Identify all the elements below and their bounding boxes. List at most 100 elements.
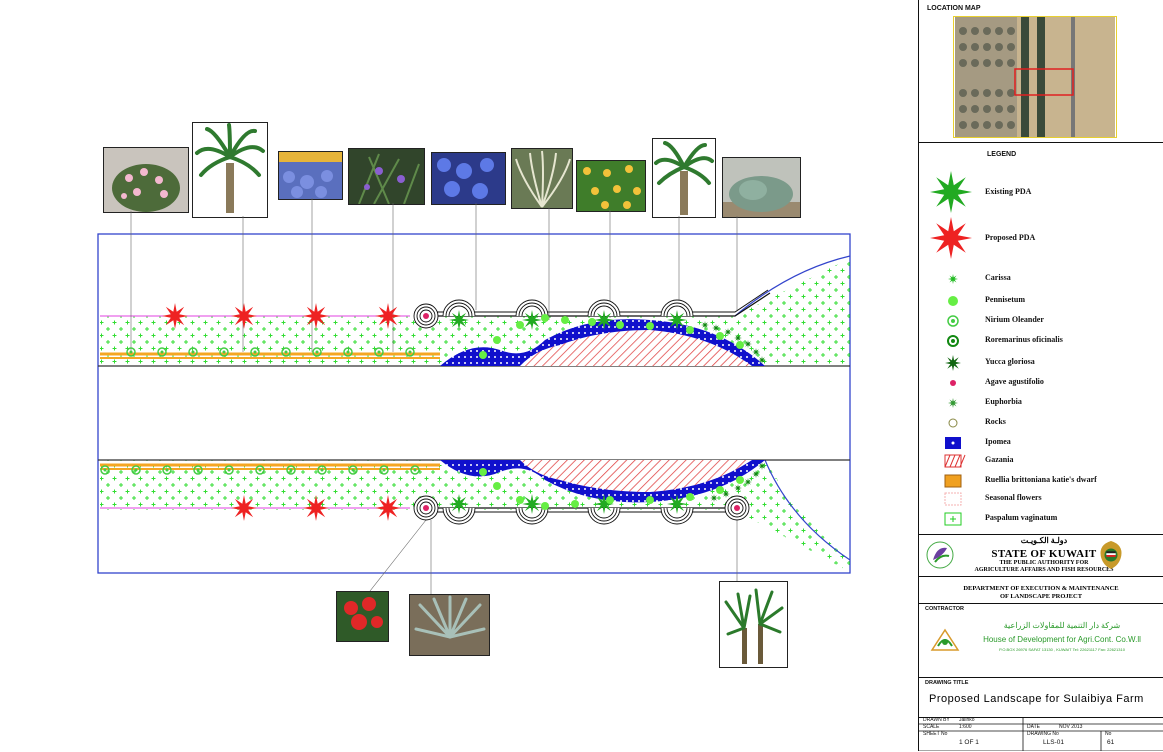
- no-label: No: [1105, 731, 1112, 737]
- legend-item: Agave agustifolio: [919, 372, 1163, 394]
- drawn-by-label: DRAWN BY: [923, 717, 950, 723]
- pennisetum-icon: [948, 296, 958, 306]
- oleander-mark: [250, 347, 260, 357]
- oleander-mark: [131, 465, 141, 475]
- legend-item-label: Agave agustifolio: [985, 377, 1044, 386]
- proposed-pda-mark: [303, 303, 329, 329]
- legend-item: Euphorbia: [919, 392, 1163, 414]
- legend-title: LEGEND: [987, 151, 1017, 158]
- photo-gazania: [576, 160, 646, 212]
- pennisetum-mark: [541, 502, 549, 510]
- oleander-mark: [348, 465, 358, 475]
- pennisetum-mark: [516, 321, 524, 329]
- department-section: DEPARTMENT OF EXECUTION & MAINTENANCE OF…: [919, 576, 1163, 604]
- carissa-icon: [948, 274, 958, 284]
- location-map-section: LOCATION MAP: [919, 0, 1163, 143]
- contractor-logo: [930, 628, 960, 651]
- proposed-pda-mark: [231, 303, 257, 329]
- round-planter: [724, 495, 750, 521]
- legend-item: Ruellia brittoniana katie's dwarf: [919, 470, 1163, 492]
- oleander-mark: [312, 347, 322, 357]
- pennisetum-mark: [646, 322, 654, 330]
- legend-item-label: Euphorbia: [985, 397, 1022, 406]
- drawing-title-section: DRAWING TITLE Proposed Landscape for Sul…: [919, 677, 1163, 718]
- oleander-mark: [193, 465, 203, 475]
- pennisetum-mark: [716, 332, 724, 340]
- palm-planter: [515, 494, 549, 525]
- proposed-pda-mark: [162, 303, 188, 329]
- pennisetum-mark: [479, 468, 487, 476]
- date-label: DATE: [1027, 724, 1040, 730]
- oleander-mark: [162, 465, 172, 475]
- oleander-mark: [410, 465, 420, 475]
- drawn-by-value: Jalinko: [959, 717, 975, 723]
- oleander-mark: [188, 347, 198, 357]
- rosemary-mark: [710, 494, 718, 502]
- contractor-address: P.O.BOX 26976 SAFAT 13130 , KUWAIT Tel: …: [999, 647, 1125, 652]
- rosemary-mark: [758, 462, 766, 470]
- palm-planter: [515, 299, 549, 330]
- oleander-mark: [317, 465, 327, 475]
- legend-item: Rocks: [919, 412, 1163, 434]
- round-planter: [413, 303, 439, 329]
- legend-item: Yucca gloriosa: [919, 352, 1163, 374]
- legend-item: Pennisetum: [919, 290, 1163, 312]
- legend-item: Existing PDA: [919, 171, 1163, 213]
- pennisetum-mark: [561, 316, 569, 324]
- legend-item-label: Yucca gloriosa: [985, 357, 1035, 366]
- seasonal-flowers-icon: [944, 492, 962, 506]
- location-map-label: LOCATION MAP: [927, 5, 981, 12]
- photo-yucca: [719, 581, 788, 668]
- authority-line2: AGRICULTURE AFFAIRS AND FISH RESOURCES: [974, 567, 1114, 573]
- authority-logo: [926, 541, 954, 569]
- legend-item-label: Ipomea: [985, 437, 1011, 446]
- department-line1: DEPARTMENT OF EXECUTION & MAINTENANCE: [963, 585, 1119, 592]
- legend-item-label: Roremarinus oficinalis: [985, 335, 1063, 344]
- pennisetum-mark: [736, 476, 744, 484]
- site-plan-drawing: [97, 198, 851, 594]
- ruellia-icon: [944, 474, 962, 488]
- legend-item: Gazania: [919, 450, 1163, 472]
- pennisetum-mark: [736, 341, 744, 349]
- legend-item-label: Seasonal flowers: [985, 493, 1042, 502]
- legend-item-label: Proposed PDA: [985, 233, 1036, 242]
- photo-agave: [409, 594, 490, 656]
- rosemary-mark: [724, 328, 732, 336]
- legend-item: Roremarinus oficinalis: [919, 330, 1163, 352]
- ipomea-icon: [945, 437, 961, 449]
- oleander-icon: [947, 315, 959, 327]
- legend-item-label: Ruellia brittoniana katie's dwarf: [985, 475, 1097, 484]
- rosemary-mark: [752, 470, 760, 478]
- palm-planter: [660, 494, 694, 525]
- rosemary-mark: [758, 356, 766, 364]
- photo-oleander: [103, 147, 189, 213]
- existing-pda-icon: [930, 171, 972, 213]
- photo-lavender: [278, 151, 343, 200]
- date-value: NOV 2013: [1059, 724, 1083, 730]
- pennisetum-mark: [646, 496, 654, 504]
- pennisetum-mark: [479, 351, 487, 359]
- authority-line1: THE PUBLIC AUTHORITY FOR: [999, 560, 1089, 566]
- pennisetum-mark: [616, 321, 624, 329]
- yucca-icon: [945, 355, 961, 371]
- contractor-label: CONTRACTOR: [925, 606, 965, 612]
- oleander-mark: [374, 347, 384, 357]
- department-line2: OF LANDSCAPE PROJECT: [999, 593, 1083, 600]
- legend-item: Seasonal flowers: [919, 488, 1163, 510]
- pennisetum-mark: [516, 496, 524, 504]
- oleander-mark: [255, 465, 265, 475]
- photo-rosemary: [722, 157, 801, 218]
- rosemary-mark: [752, 348, 760, 356]
- no-value: 61: [1107, 739, 1115, 746]
- proposed-pda-icon: [930, 217, 972, 259]
- oleander-mark: [219, 347, 229, 357]
- pennisetum-mark: [606, 496, 614, 504]
- drawing-no-value: LLS-01: [1043, 739, 1064, 746]
- legend-item: Ipomea: [919, 432, 1163, 454]
- rosemary-mark: [734, 334, 742, 342]
- photo-ruellia: [348, 148, 425, 205]
- rosemary-mark: [744, 340, 752, 348]
- legend-item-label: Pennisetum: [985, 295, 1025, 304]
- scale-label: SCALE: [923, 724, 940, 730]
